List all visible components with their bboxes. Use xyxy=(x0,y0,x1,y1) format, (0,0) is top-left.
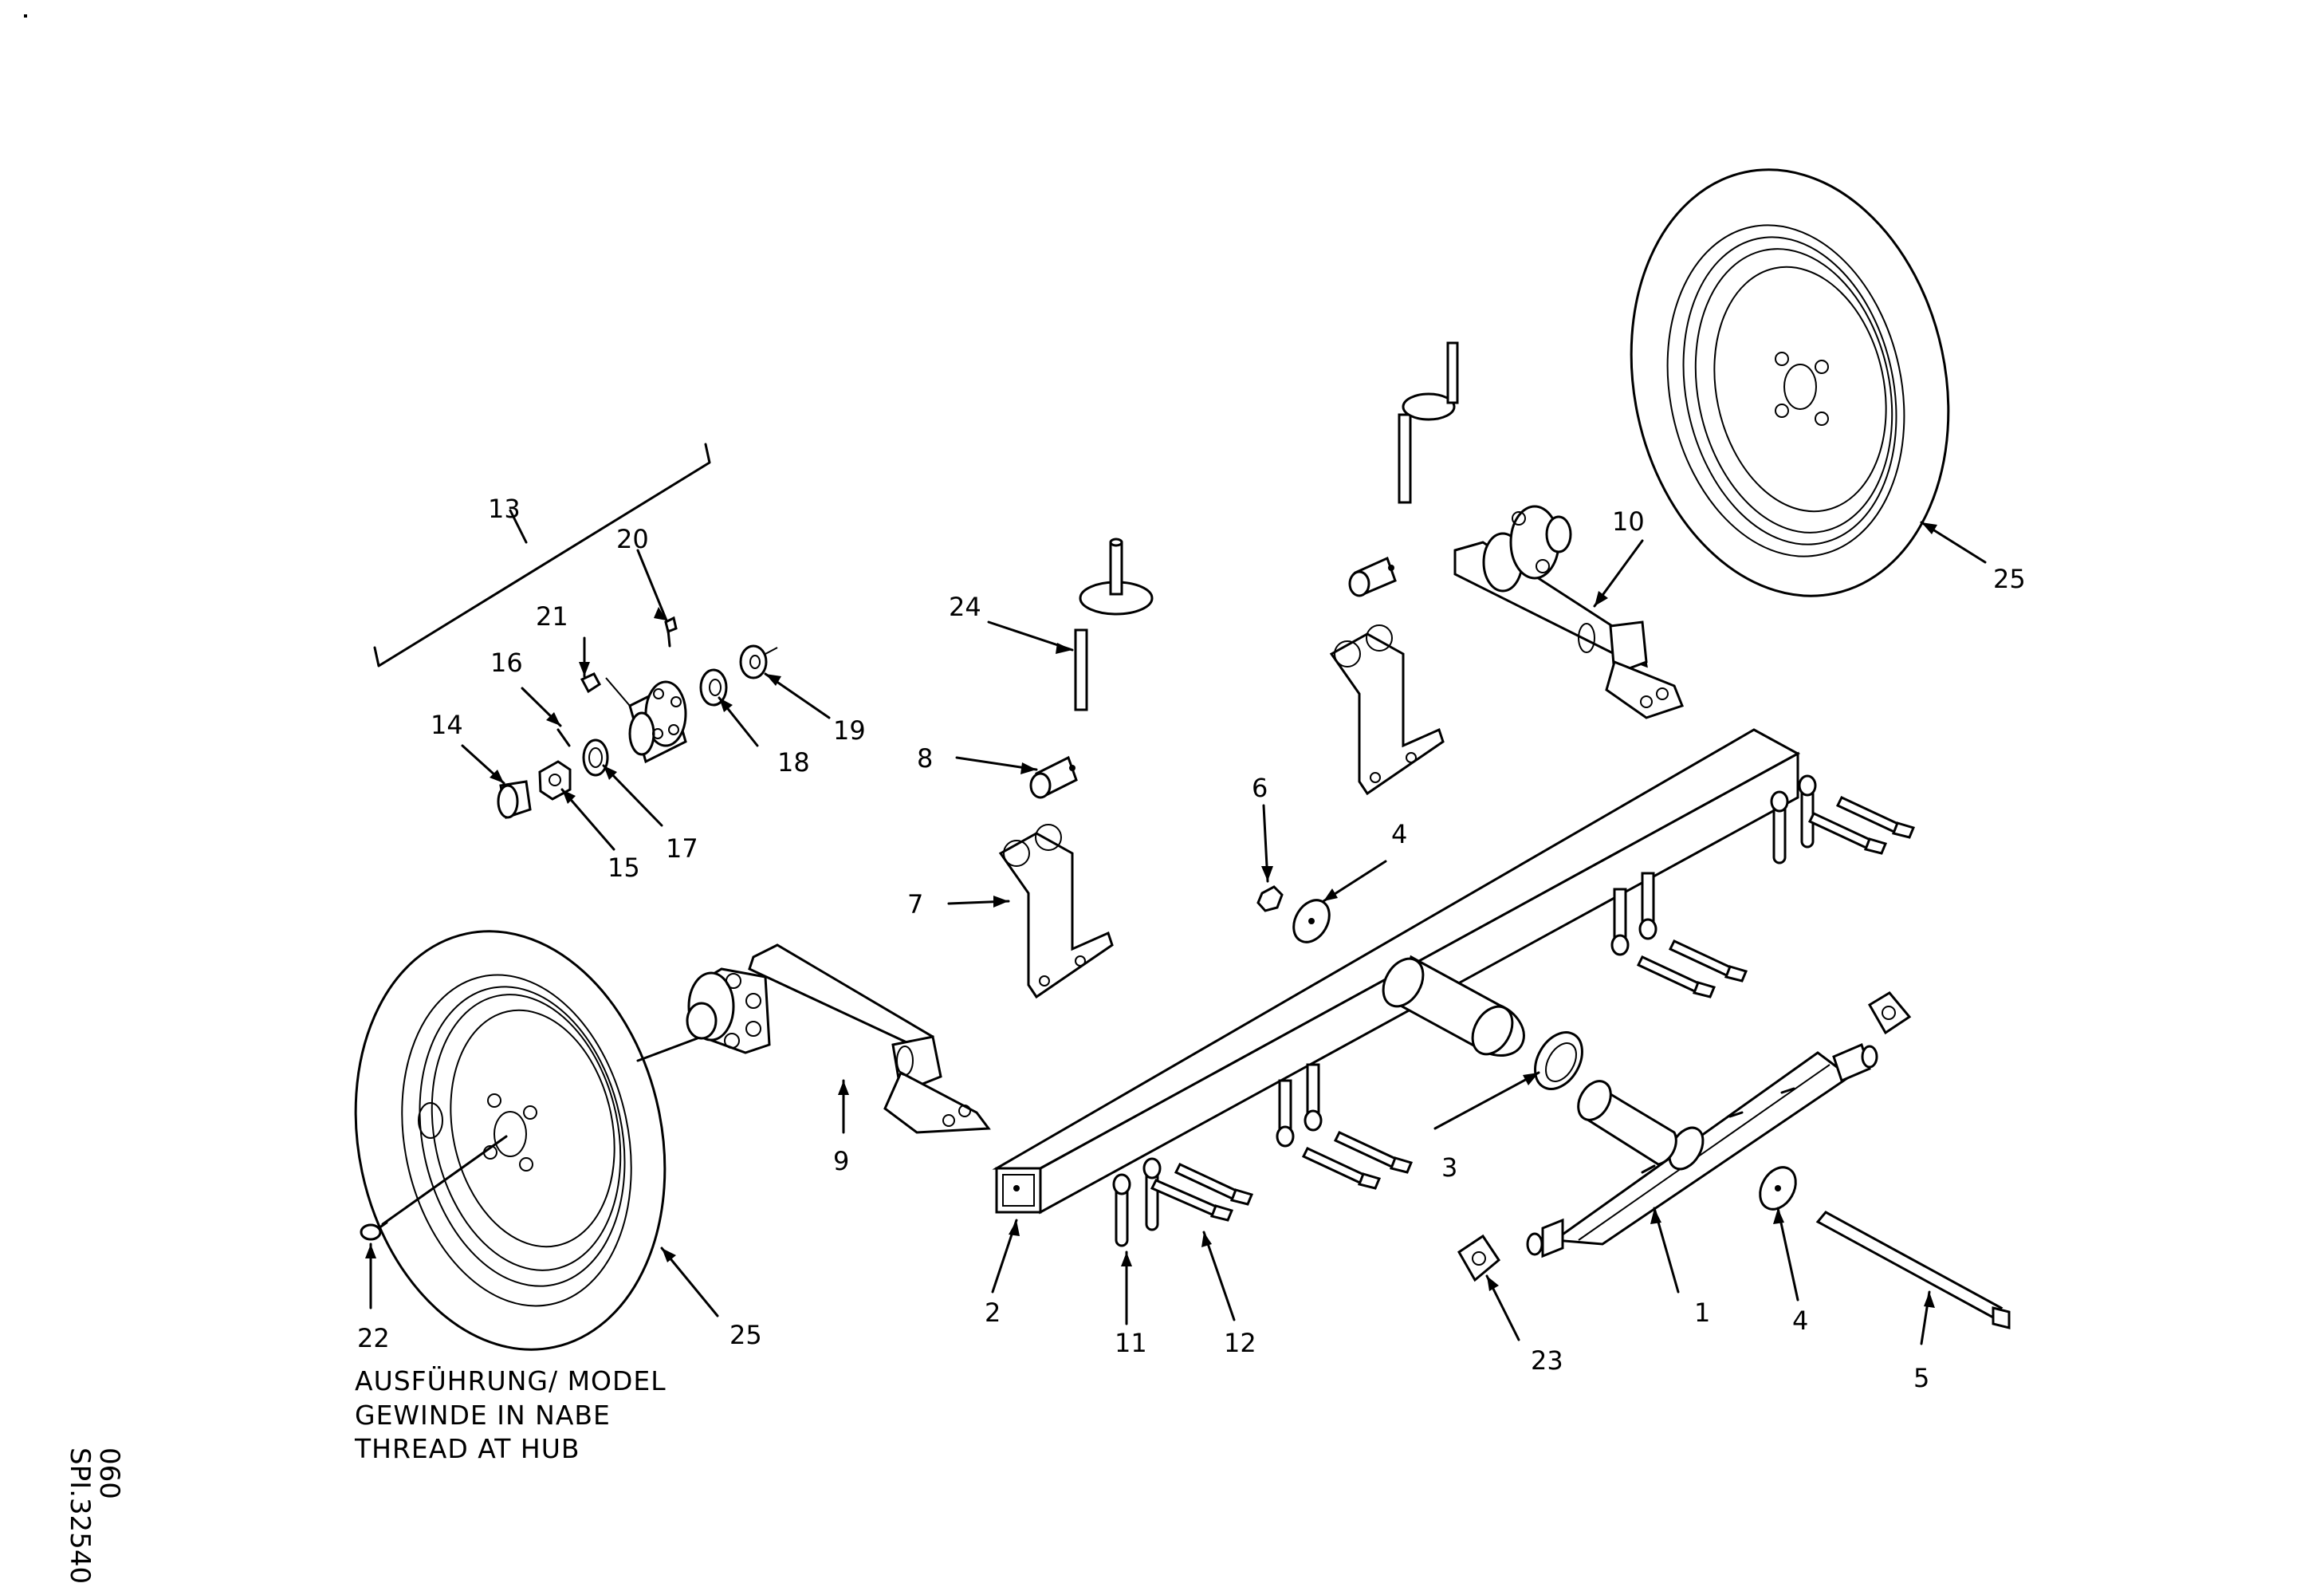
wheel-front-left xyxy=(354,930,667,1351)
hub-arm-left xyxy=(686,943,991,1134)
callout-25-right: 25 xyxy=(1993,564,2026,594)
corner-mark xyxy=(24,14,27,18)
pin-right xyxy=(1398,341,1459,504)
spacer-ring xyxy=(1534,1031,1583,1090)
callout-17: 17 xyxy=(666,833,698,864)
axis-line-bolt-22 xyxy=(381,1135,508,1226)
callout-9: 9 xyxy=(833,1146,850,1176)
callout-3: 3 xyxy=(1441,1152,1458,1183)
long-bolt xyxy=(1815,1211,2011,1329)
callout-8: 8 xyxy=(917,743,934,774)
callout-16: 16 xyxy=(490,648,523,678)
callout-2: 2 xyxy=(985,1298,1001,1328)
nut-6 xyxy=(1256,885,1284,912)
callout-6: 6 xyxy=(1252,773,1268,803)
callout-7: 7 xyxy=(907,889,924,920)
pivot-tube xyxy=(1382,955,1525,1057)
bushing-right xyxy=(1348,556,1397,597)
dust-cap-14 xyxy=(497,780,532,819)
drawing-code: 060 SPI.32540 xyxy=(63,1447,125,1585)
square-plate-upper xyxy=(1867,991,1912,1035)
model-note-line-2: GEWINDE IN NABE xyxy=(355,1400,611,1431)
u-bolt-group-rear xyxy=(1770,774,1916,864)
seal-18 xyxy=(699,668,728,707)
callout-14: 14 xyxy=(431,710,463,740)
drawing-code-line-1: 060 xyxy=(93,1447,125,1499)
square-plate-lower xyxy=(1457,1234,1500,1282)
callout-5: 5 xyxy=(1913,1363,1930,1393)
callout-24: 24 xyxy=(949,592,981,622)
washer-19 xyxy=(739,644,768,679)
callout-13: 13 xyxy=(488,494,521,524)
callout-23: 23 xyxy=(1531,1345,1563,1376)
swivel-bracket-right xyxy=(1329,624,1445,796)
washer-upper xyxy=(1292,899,1331,943)
model-note-line-1: AUSFÜHRUNG/ MODEL xyxy=(355,1365,667,1396)
screw-22 xyxy=(360,1221,388,1241)
bushing-8-left xyxy=(1029,755,1078,799)
hub-arm-right xyxy=(1453,505,1684,719)
callout-21: 21 xyxy=(536,601,568,632)
axis-line-wheel-left xyxy=(636,1035,703,1062)
model-note-line-3: THREAD AT HUB xyxy=(355,1433,580,1464)
callout-1: 1 xyxy=(1694,1298,1711,1328)
callout-11: 11 xyxy=(1115,1328,1147,1358)
hub-axis-line-right xyxy=(765,647,778,655)
callout-4-lower: 4 xyxy=(1792,1306,1809,1336)
bearing-17 xyxy=(582,738,609,777)
callout-19: 19 xyxy=(833,715,866,746)
washer-lower xyxy=(1759,1166,1797,1211)
arrowheads xyxy=(365,522,1937,1308)
u-bolt-group-mid-high xyxy=(1610,872,1748,998)
rocker-arm xyxy=(1526,1042,1878,1258)
callout-4-upper: 4 xyxy=(1391,819,1408,849)
hub-body xyxy=(628,680,687,764)
pin-24-left xyxy=(1074,538,1154,711)
callout-25-left: 25 xyxy=(729,1320,762,1350)
cotter-16 xyxy=(556,728,571,747)
lube-fitting-20 xyxy=(664,616,678,648)
u-bolt-group-mid-low xyxy=(1276,1063,1414,1190)
bracket-13 xyxy=(373,443,711,668)
callout-15: 15 xyxy=(608,853,640,883)
swivel-bracket-left xyxy=(998,824,1114,999)
wheel-rear-right xyxy=(1630,168,1950,597)
callout-12: 12 xyxy=(1224,1328,1256,1358)
callout-18: 18 xyxy=(777,747,810,778)
drawing-code-line-2: SPI.32540 xyxy=(63,1447,96,1585)
u-bolt-group-front xyxy=(1112,1157,1254,1247)
grease-nipple-21 xyxy=(580,672,601,694)
callout-20: 20 xyxy=(616,524,649,554)
callout-10: 10 xyxy=(1612,506,1645,537)
callout-22: 22 xyxy=(357,1323,390,1353)
hub-axis-line xyxy=(605,677,631,707)
